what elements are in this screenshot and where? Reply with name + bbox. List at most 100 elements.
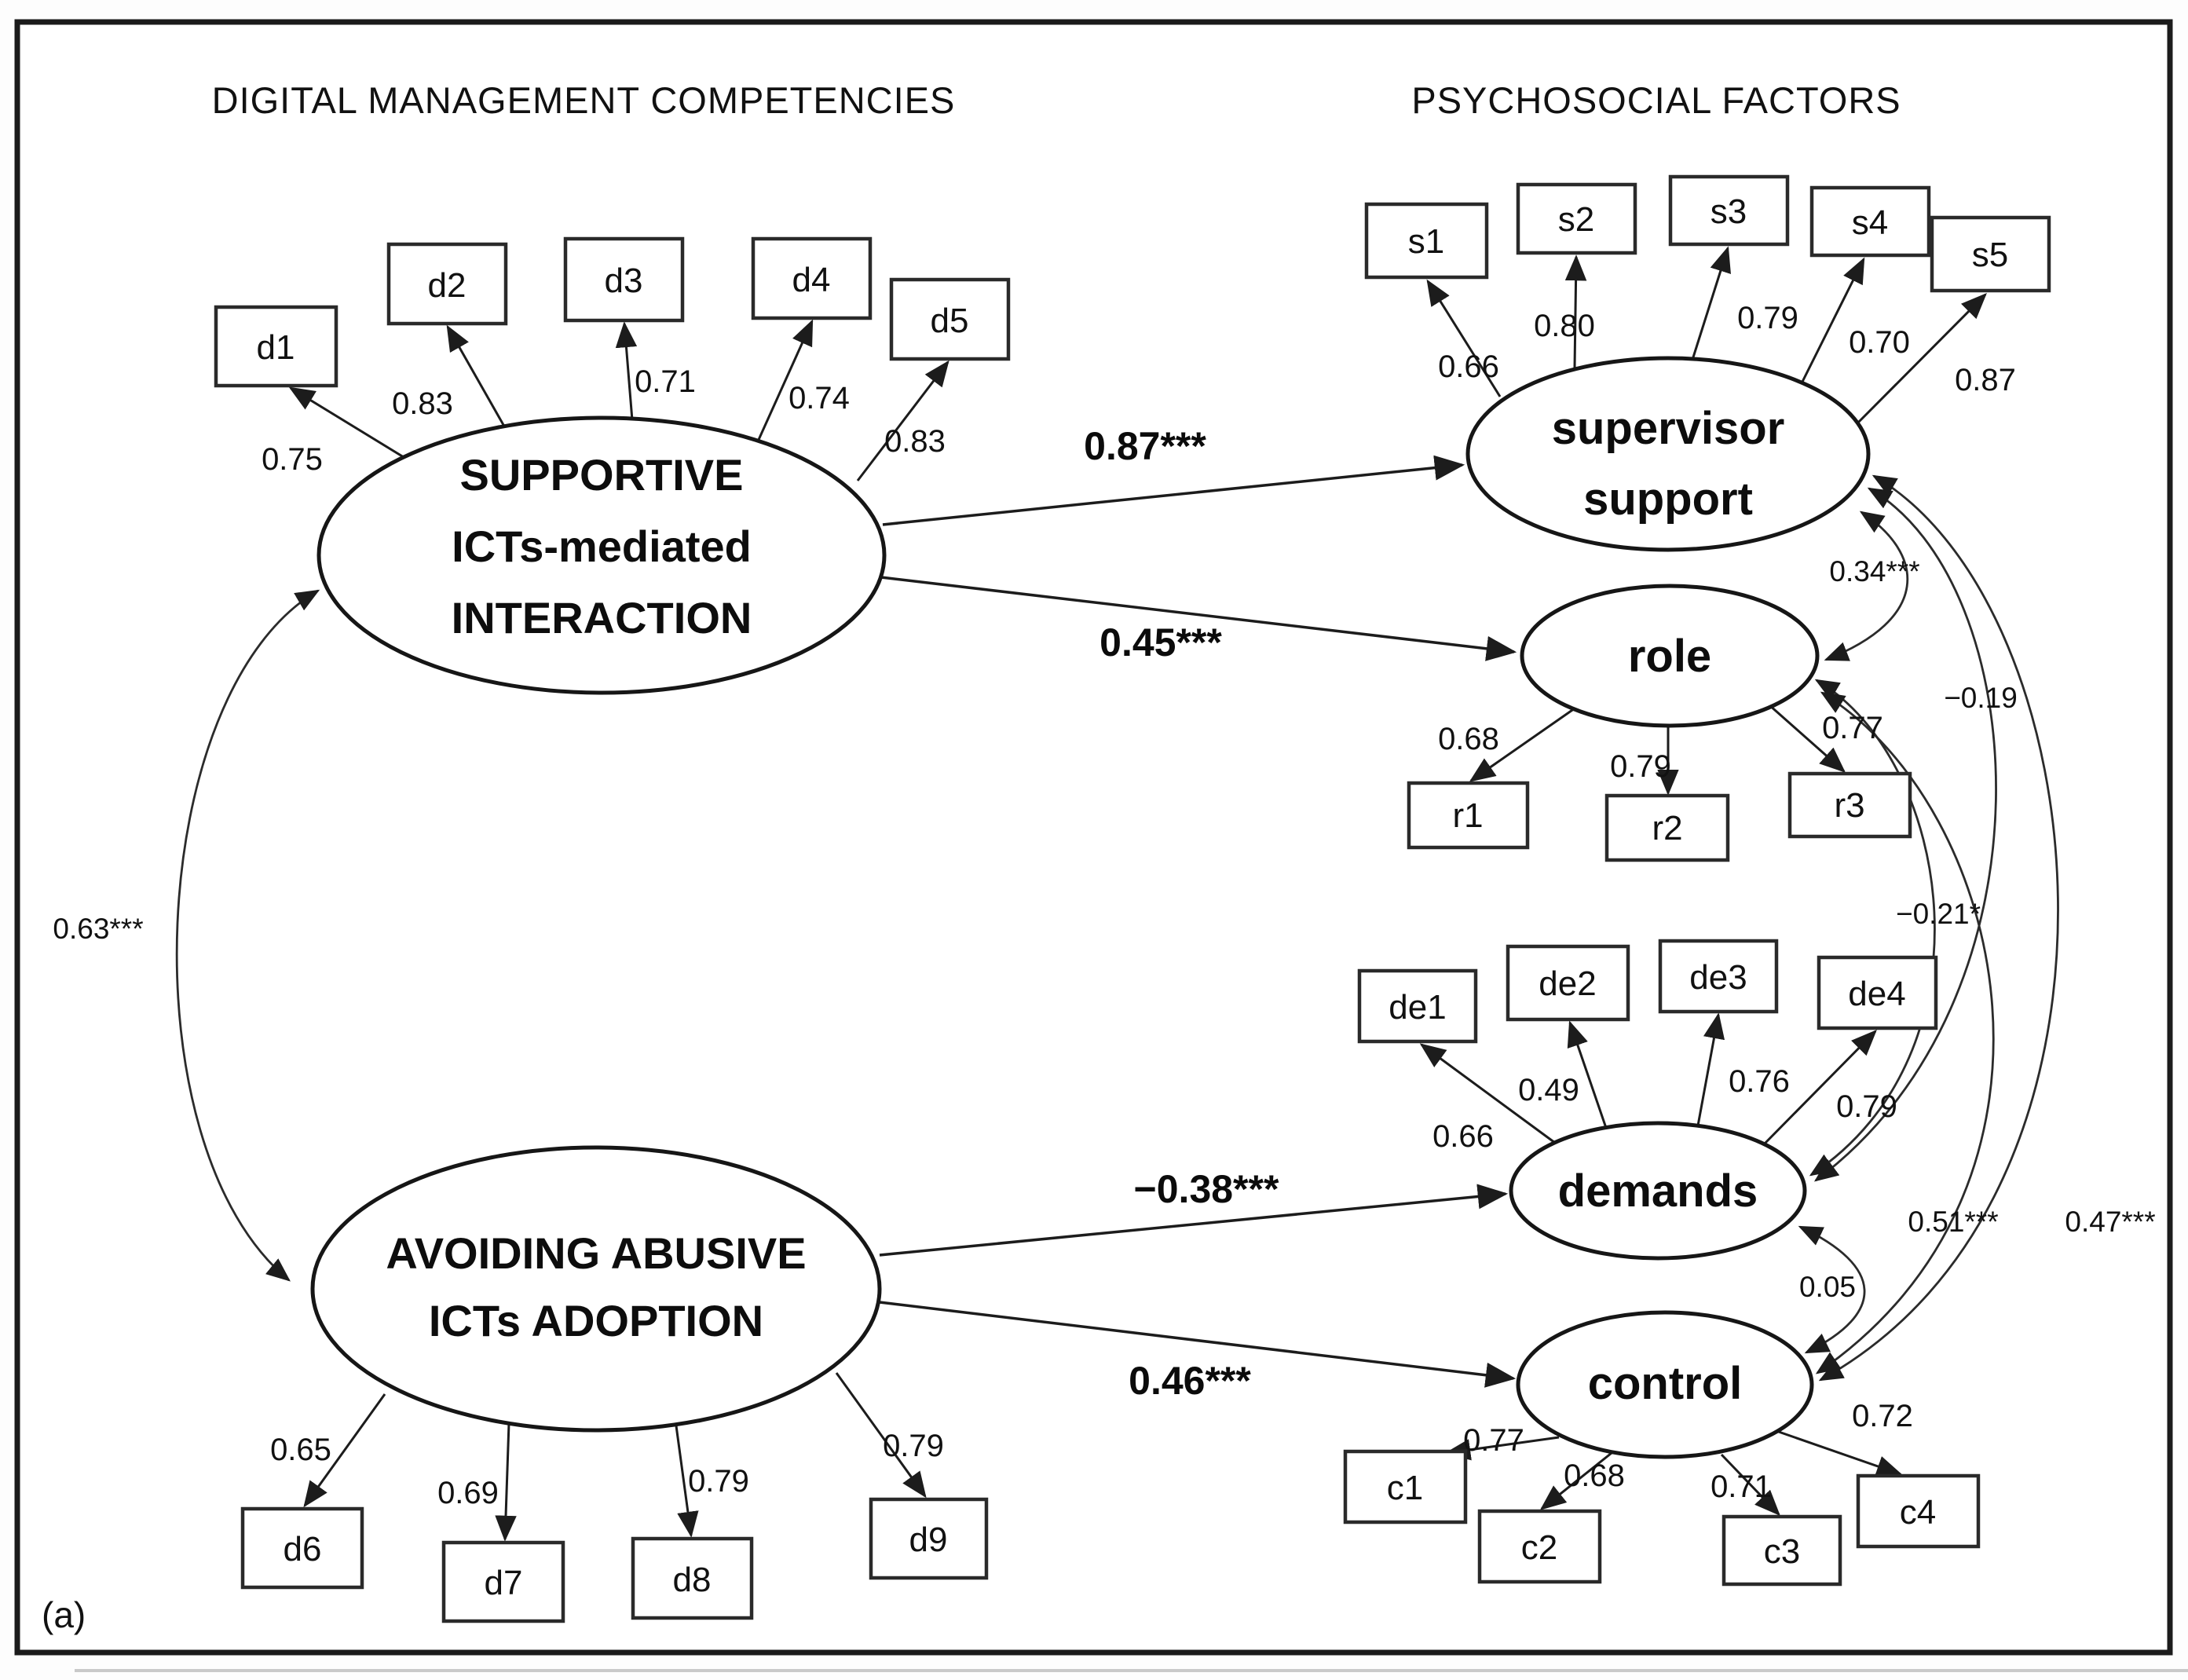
path-arrow-avoiding-demands (879, 1184, 1509, 1257)
indicator-box-d9 (869, 1497, 989, 1580)
indicator-box-c2 (1477, 1509, 1602, 1584)
loading-label-d7: 0.69 (437, 1476, 499, 1510)
loading-label-r3: 0.77 (1822, 711, 1883, 745)
loading-arrow-de2 (1567, 1020, 1608, 1129)
loading-arrow-de1 (1419, 1043, 1556, 1144)
loading-label-s5: 0.87 (1955, 363, 2016, 397)
indicator-label-d2: d2 (428, 266, 467, 305)
latent-demands-label: demands (1558, 1166, 1758, 1217)
indicator-box-d6 (240, 1506, 364, 1590)
loading-arrow-de3 (1696, 1012, 1725, 1126)
loading-label-de4: 0.79 (1836, 1089, 1897, 1124)
loading-arrow-d8 (674, 1419, 699, 1538)
latent-role-label: role (1628, 631, 1711, 682)
indicator-label-d5: d5 (931, 302, 969, 340)
loading-arrow-d4 (756, 319, 814, 442)
indicator-box-de3 (1658, 939, 1779, 1014)
indicator-label-r2: r2 (1652, 809, 1682, 847)
loading-label-c2: 0.68 (1564, 1459, 1625, 1493)
loading-label-d8: 0.79 (688, 1464, 749, 1499)
loading-arrow-c3 (1720, 1453, 1780, 1516)
loading-label-c1: 0.77 (1463, 1423, 1524, 1458)
loading-label-de1: 0.66 (1432, 1119, 1494, 1154)
loading-arrow-r1 (1469, 707, 1575, 782)
correlation-arc-supervisor-demands (1813, 487, 1997, 1182)
loading-arrow-s2 (1564, 254, 1587, 368)
loading-label-d9: 0.79 (883, 1429, 944, 1463)
loading-label-d6: 0.65 (270, 1433, 331, 1467)
indicator-box-d8 (631, 1536, 754, 1620)
indicator-label-d7: d7 (485, 1564, 523, 1602)
latent-supervisor-line2: support (1583, 474, 1753, 525)
indicator-label-d8: d8 (673, 1561, 712, 1599)
indicator-label-s3: s3 (1711, 192, 1747, 231)
indicator-box-d1 (214, 305, 338, 388)
loading-arrow-d2 (446, 324, 508, 431)
indicator-box-s3 (1668, 174, 1790, 247)
section-title-left: DIGITAL MANAGEMENT COMPETENCIES (212, 79, 956, 121)
indicator-box-d7 (441, 1540, 565, 1623)
path-arrow-supportive-role (880, 576, 1517, 661)
loading-arrow-d6 (303, 1393, 386, 1508)
indicator-box-de4 (1817, 955, 1938, 1030)
indicator-box-c1 (1343, 1449, 1468, 1524)
loading-arrow-c2 (1539, 1451, 1612, 1510)
loading-arrow-s3 (1691, 246, 1731, 361)
indicator-box-s4 (1809, 185, 1931, 258)
latent-demands-ellipse (1509, 1121, 1807, 1261)
correlation-label-supervisor-role: 0.34*** (1829, 555, 1919, 587)
indicator-box-r3 (1787, 771, 1912, 839)
indicator-label-c3: c3 (1764, 1532, 1800, 1571)
indicator-box-s5 (1930, 215, 2051, 293)
indicator-label-d6: d6 (284, 1530, 322, 1568)
indicator-box-d2 (386, 242, 508, 326)
indicator-box-c3 (1721, 1514, 1842, 1587)
loading-arrow-s1 (1426, 279, 1502, 397)
loading-arrow-r3 (1768, 703, 1846, 773)
loading-label-d5: 0.83 (884, 424, 946, 459)
latent-supervisor-line1: supervisor (1552, 403, 1785, 454)
indicator-label-s4: s4 (1852, 203, 1888, 242)
indicator-label-d3: d3 (605, 262, 643, 300)
indicator-label-r3: r3 (1834, 786, 1864, 825)
latent-supportive-ellipse (316, 415, 887, 695)
indicator-box-s1 (1364, 202, 1489, 280)
loading-label-s1: 0.66 (1438, 350, 1499, 384)
correlation-arc-demands-control (1798, 1225, 1866, 1354)
path-label-supportive-role: 0.45*** (1099, 620, 1222, 664)
latent-control-label: control (1588, 1358, 1743, 1409)
latent-avoiding-ellipse (310, 1145, 882, 1433)
correlation-label-role-control: 0.51*** (1908, 1206, 1998, 1238)
indicator-label-d9: d9 (909, 1521, 948, 1559)
indicator-label-de3: de3 (1689, 958, 1747, 997)
path-label-avoiding-control: 0.46*** (1129, 1359, 1251, 1403)
loading-label-c3: 0.71 (1711, 1470, 1772, 1504)
loading-label-s3: 0.79 (1737, 301, 1798, 335)
latent-avoiding-line2: ICTs ADOPTION (429, 1296, 763, 1345)
loading-label-c4: 0.72 (1852, 1399, 1913, 1433)
loading-arrow-s5 (1853, 293, 1987, 427)
indicator-box-d3 (563, 236, 685, 323)
path-label-supportive-supervisor: 0.87*** (1084, 424, 1206, 468)
latent-supportive-line1: SUPPORTIVE (460, 450, 744, 500)
loading-arrow-d9 (835, 1372, 927, 1499)
loading-label-r1: 0.68 (1438, 722, 1499, 756)
correlation-label-demands-control: 0.05 (1799, 1271, 1856, 1303)
latent-avoiding-line1: AVOIDING ABUSIVE (386, 1228, 806, 1278)
indicator-label-de2: de2 (1539, 964, 1596, 1003)
indicator-label-c1: c1 (1387, 1469, 1423, 1507)
loading-label-d2: 0.83 (392, 386, 453, 421)
indicator-box-c4 (1856, 1473, 1981, 1549)
indicator-label-s1: s1 (1408, 222, 1444, 261)
indicator-label-d1: d1 (257, 328, 295, 367)
indicator-label-c2: c2 (1521, 1528, 1557, 1567)
indicator-label-d4: d4 (792, 261, 831, 299)
indicator-box-d4 (751, 236, 873, 320)
loading-label-de3: 0.76 (1729, 1064, 1790, 1099)
latent-role-ellipse (1520, 584, 1820, 728)
path-arrow-avoiding-control (879, 1301, 1517, 1388)
section-title-right: PSYCHOSOCIAL FACTORS (1411, 79, 1901, 121)
latent-supervisor-ellipse (1465, 356, 1871, 552)
loading-label-de2: 0.49 (1518, 1073, 1579, 1107)
